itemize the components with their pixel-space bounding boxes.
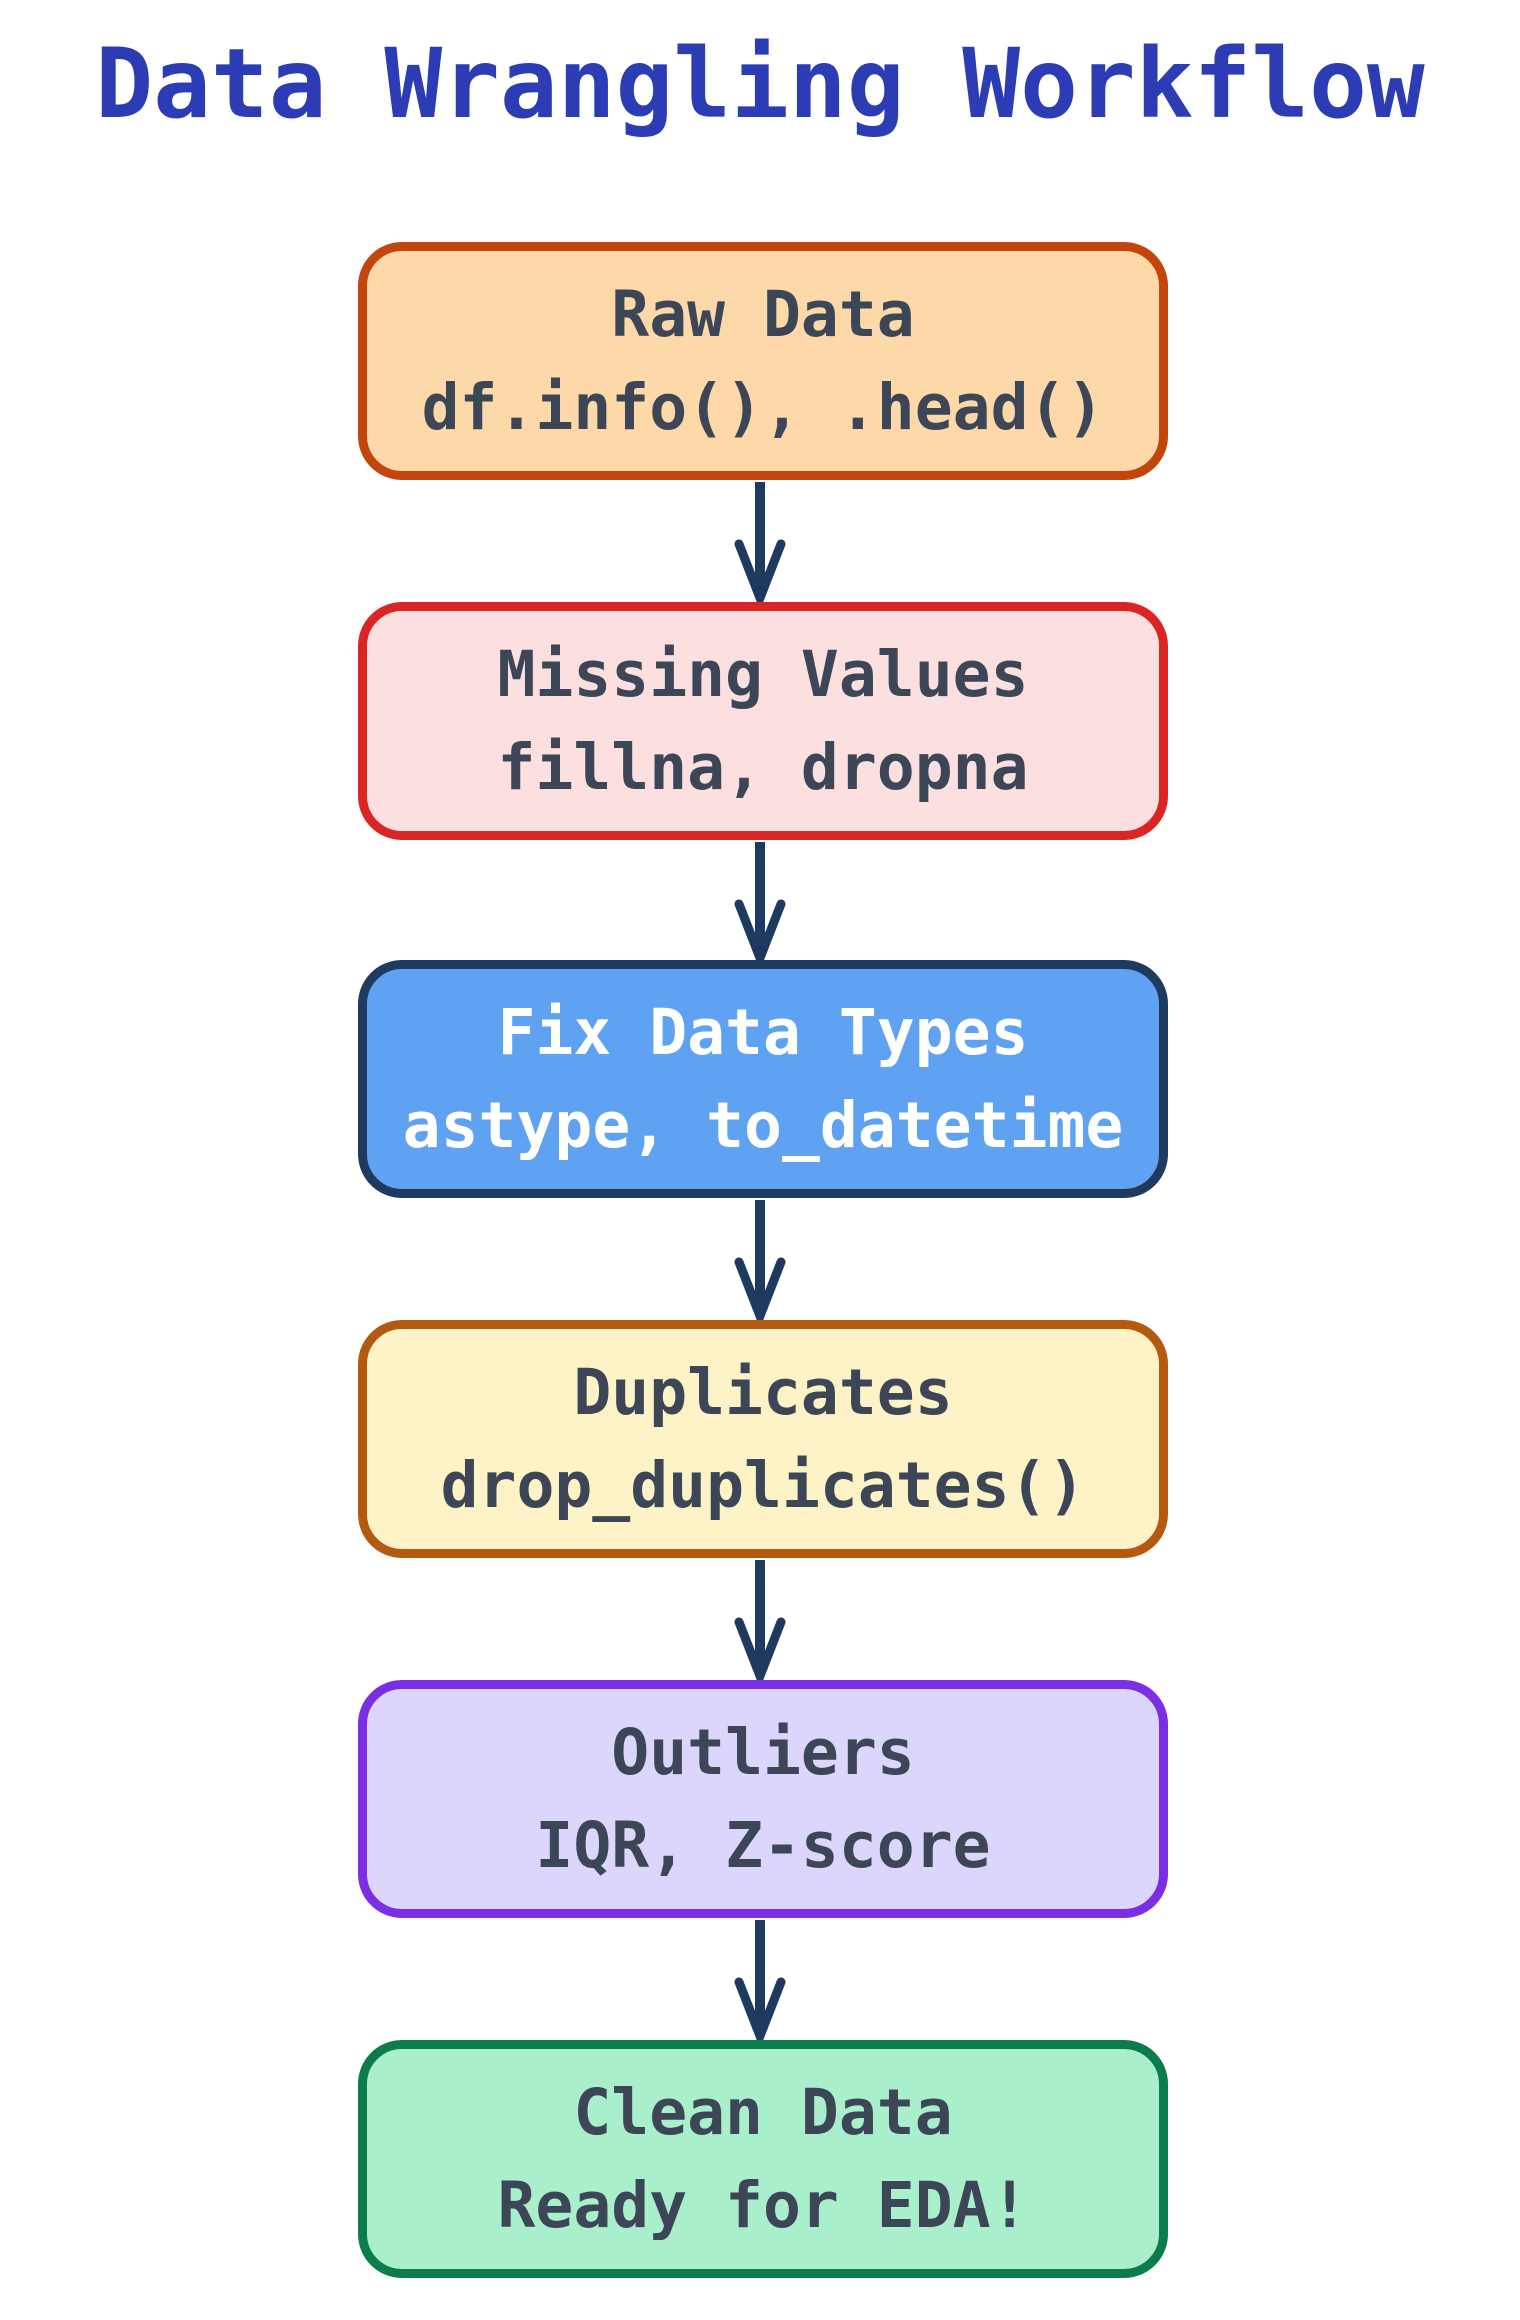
node-subtitle: df.info(), .head()	[421, 371, 1105, 444]
node-subtitle: astype, to_datetime	[402, 1089, 1124, 1162]
node-title: Duplicates	[573, 1355, 953, 1429]
diagram-title: Data Wrangling Workflow	[95, 28, 1425, 140]
node-title: Missing Values	[497, 637, 1029, 711]
flow-arrow-icon	[734, 1200, 786, 1320]
node-title: Outliers	[611, 1715, 915, 1789]
flow-arrow-icon	[734, 1560, 786, 1680]
node-subtitle: IQR, Z-score	[535, 1809, 991, 1882]
flow-arrow-icon	[734, 842, 786, 962]
node-subtitle: drop_duplicates()	[440, 1449, 1086, 1522]
node-outliers: Outliers IQR, Z-score	[358, 1680, 1168, 1918]
node-title: Fix Data Types	[497, 995, 1029, 1069]
flow-arrow-icon	[734, 1920, 786, 2040]
node-raw-data: Raw Data df.info(), .head()	[358, 242, 1168, 480]
flow-arrow-icon	[734, 482, 786, 602]
node-title: Clean Data	[573, 2075, 953, 2149]
node-clean-data: Clean Data Ready for EDA!	[358, 2040, 1168, 2278]
node-duplicates: Duplicates drop_duplicates()	[358, 1320, 1168, 1558]
node-subtitle: fillna, dropna	[497, 731, 1029, 804]
node-title: Raw Data	[611, 277, 915, 351]
node-missing-values: Missing Values fillna, dropna	[358, 602, 1168, 840]
node-fix-data-types: Fix Data Types astype, to_datetime	[358, 960, 1168, 1198]
node-subtitle: Ready for EDA!	[497, 2169, 1029, 2242]
